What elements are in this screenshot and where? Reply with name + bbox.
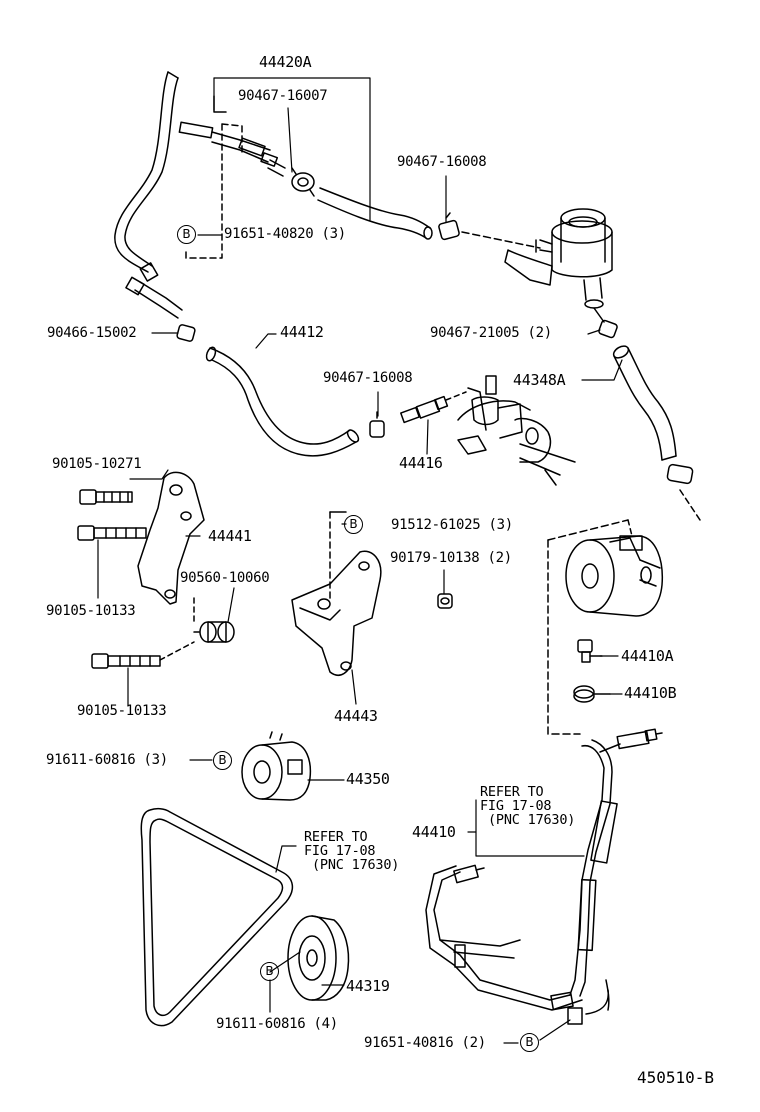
label-90105-10133-a: 90105-10133 (46, 603, 136, 619)
label-44410A: 44410A (621, 647, 674, 665)
badge-b-91651-40816: B (520, 1033, 539, 1052)
bolt-90105-10271 (79, 489, 133, 505)
refer-note-line2: FIG 17-08 (304, 843, 376, 859)
label-91611-60816-a: 91611-60816 (3) (46, 752, 168, 768)
label-44410: 44410 (412, 823, 456, 841)
nut-90179-10138 (437, 593, 453, 609)
label-90467-16008-a: 90467-16008 (397, 154, 487, 170)
label-44420A: 44420A (259, 53, 312, 71)
hose-44412 (205, 346, 360, 457)
refer-note-line1: REFER TO (480, 784, 544, 800)
badge-b-91512-61025: B (344, 515, 363, 534)
clamp-90467-16007 (291, 167, 315, 197)
badge-b-91651-40820: B (177, 225, 196, 244)
label-90105-10271: 90105-10271 (52, 456, 142, 472)
gasket-44410B (573, 685, 611, 703)
label-44350: 44350 (346, 770, 390, 788)
union-bolt-44410A (577, 639, 603, 663)
label-44443: 44443 (334, 707, 378, 725)
badge-b-91611-60816-b: B (260, 962, 279, 981)
union-44416 (400, 391, 467, 424)
badge-b-91611-60816-a: B (213, 751, 232, 770)
bolt-90105-10133-a (77, 525, 147, 541)
pressure-feed-tube-44410 (425, 739, 618, 1025)
label-44412: 44412 (280, 323, 324, 341)
reservoir-assembly (504, 208, 613, 323)
crank-pulley-44319 (287, 915, 350, 1001)
return-hose (317, 187, 433, 240)
bracket-44441 (137, 471, 205, 605)
refer-note-belt: REFER TO FIG 17-08 (PNC 17630) (304, 830, 399, 872)
refer-note-line1: REFER TO (304, 829, 368, 845)
power-steering-pump (565, 535, 664, 617)
label-91512-61025: 91512-61025 (3) (391, 517, 513, 533)
bracket-44443 (291, 550, 382, 676)
refer-note-line2: FIG 17-08 (480, 798, 552, 814)
label-90467-21005: 90467-21005 (2) (430, 325, 552, 341)
hose-44348A (612, 345, 677, 461)
pressure-tube-44420A (114, 71, 286, 319)
label-44348A: 44348A (513, 371, 566, 389)
label-90105-10133-b: 90105-10133 (77, 703, 167, 719)
label-91651-40816: 91651-40816 (2) (364, 1035, 486, 1051)
refer-note-tube: REFER TO FIG 17-08 (PNC 17630) (480, 785, 575, 827)
label-90179-10138: 90179-10138 (2) (390, 550, 512, 566)
clamp-44348A (666, 463, 701, 521)
label-44416: 44416 (399, 454, 443, 472)
label-91651-40820: 91651-40820 (3) (224, 226, 346, 242)
label-90467-16008-b: 90467-16008 (323, 370, 413, 386)
label-90467-16007: 90467-16007 (238, 88, 328, 104)
clamp-90467-21005 (598, 319, 618, 339)
spacer-90560-10060 (199, 621, 235, 643)
v-belt (140, 807, 294, 1027)
clamp-90467-16008-a (438, 212, 460, 241)
label-44410B: 44410B (624, 684, 677, 702)
label-44441: 44441 (208, 527, 252, 545)
refer-note-line3: (PNC 17630) (312, 857, 400, 873)
diagram-code: 450510-B (637, 1068, 715, 1087)
clamp-90466-15002 (176, 324, 196, 342)
leader-lines (97, 77, 623, 1044)
clamp-90467-16008-b (369, 411, 385, 438)
refer-note-line3: (PNC 17630) (488, 812, 576, 828)
label-91611-60816-b: 91611-60816 (4) (216, 1016, 338, 1032)
idler-pulley-44350 (241, 731, 312, 801)
label-90466-15002: 90466-15002 (47, 325, 137, 341)
union-fitting-44410 (599, 728, 663, 753)
steering-gear-housing (457, 375, 576, 486)
bolt-90105-10133-b (91, 641, 195, 669)
label-44319: 44319 (346, 977, 390, 995)
label-90560-10060: 90560-10060 (180, 570, 270, 586)
